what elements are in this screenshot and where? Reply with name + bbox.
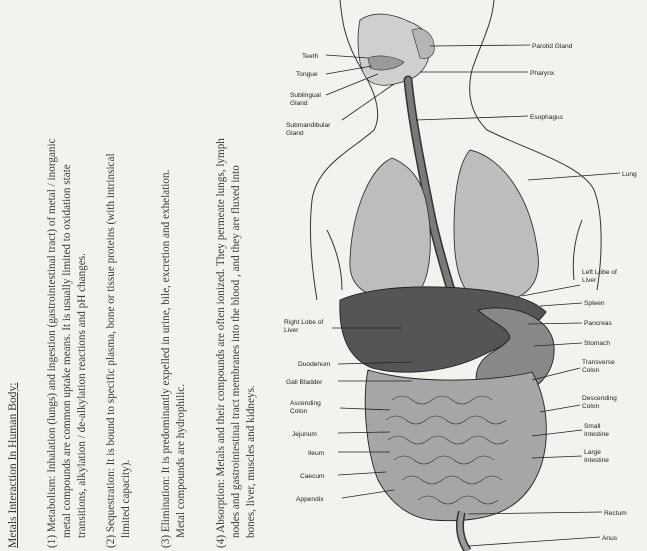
label-ascending-2: Colon [290, 408, 308, 415]
item1-line2: metal compounds are common uptake means.… [61, 164, 74, 538]
label-rectum: Rectum [604, 510, 627, 517]
item4-line3: bones, liver, muscles and kidneys. [245, 385, 258, 538]
label-ascending-1: Ascending [290, 400, 321, 407]
item3-line2: Metal compounds are hydrophilic. [175, 384, 188, 538]
label-large-intestine-2: Intestine [584, 457, 609, 464]
label-submandibular-2: Gland [286, 130, 304, 137]
label-right-lobe-1: Right Lobe of [284, 319, 323, 326]
label-ileum: Ileum [308, 450, 325, 457]
label-parotid-gland: Parotid Gland [532, 43, 573, 50]
label-stomach: Stomach [584, 340, 610, 347]
item2-line2: limited capacity). [120, 460, 133, 538]
head-mouth [358, 14, 434, 85]
label-spleen: Spleen [584, 300, 605, 307]
label-transverse-2: Colon [582, 367, 600, 374]
label-descending-2: Colon [582, 403, 600, 410]
label-transverse-1: Transverse [582, 359, 615, 366]
digestive-system-diagram: Teeth Tongue Sublingual Gland Submandibu… [282, 0, 647, 551]
label-left-lobe-1: Left Lobe of [582, 269, 617, 276]
label-duodenum: Duodenum [298, 361, 331, 368]
label-anus: Anus [602, 535, 618, 542]
item3-line1: (3) Elimination: It is predominantly exp… [160, 170, 173, 548]
item4-line1: (4) Absorption: Metals and their compoun… [215, 138, 228, 548]
label-left-lobe-2: Liver [582, 277, 597, 284]
heading: Metals Interaction In Human Body: [6, 383, 19, 549]
label-appendix: Appendix [296, 496, 324, 503]
label-small-intestine-2: Intestine [584, 431, 609, 438]
document-text-column: Metals Interaction In Human Body: (1) Me… [0, 0, 290, 551]
label-small-intestine-1: Small [584, 423, 601, 430]
item1-line1: (1) Metabolism: Inhalation (lungs) and i… [46, 138, 59, 548]
item2-line1: (2) Sequestration: It is bound to specif… [105, 153, 118, 548]
label-teeth: Teeth [302, 53, 318, 60]
label-tongue: Tongue [296, 71, 318, 78]
label-pancreas: Pancreas [584, 320, 613, 327]
label-caecum: Caecum [300, 473, 325, 480]
label-jejunum: Jejunum [292, 431, 317, 438]
label-large-intestine-1: Large [584, 449, 601, 456]
label-submandibular-1: Submandibular [286, 122, 331, 129]
label-descending-1: Descending [582, 395, 617, 402]
label-lung: Lung [622, 171, 637, 178]
label-pharynx: Pharynx [530, 70, 555, 77]
intestines [365, 370, 546, 551]
label-right-lobe-2: Liver [284, 327, 299, 334]
label-sublingual-1: Sublingual [290, 92, 321, 99]
label-esophagus: Esophagus [530, 114, 564, 121]
label-gall-bladder: Gall Bladder [286, 379, 323, 386]
item4-line2: nodes and gastrointestinal tract membran… [230, 165, 243, 538]
label-sublingual-2: Gland [290, 100, 308, 107]
item1-line3: transitions, alkylation / de-alkylation … [76, 253, 89, 538]
